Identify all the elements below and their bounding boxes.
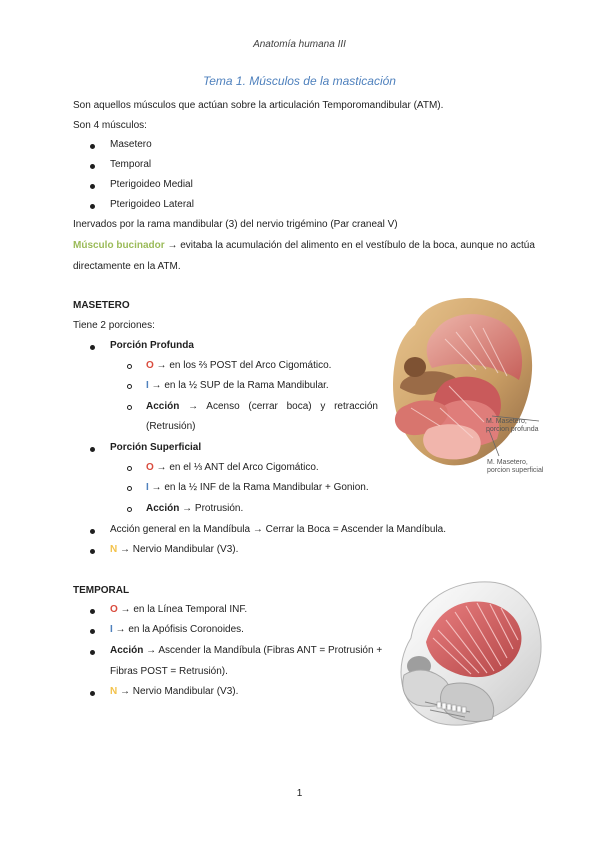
origin-label: O (146, 360, 154, 371)
profunda-insertion-line: I → en la ½ SUP de la Rama Mandibular. (146, 380, 329, 392)
superficial-origin-line: O → en el ⅓ ANT del Arco Cigomático. (146, 462, 319, 474)
muscle-list-item-2: Temporal (110, 159, 152, 170)
temporal-action-line-1: Acción → Ascender la Mandíbula (Fibras A… (110, 645, 382, 657)
masetero-general-action: Acción general en la Mandíbula → Cerrar … (110, 524, 447, 535)
bullet-icon (90, 204, 95, 209)
circle-bullet-icon (127, 364, 132, 369)
insertion-text: → en la ½ SUP de la Rama Mandibular. (148, 380, 329, 391)
bullet-icon (90, 447, 95, 452)
origin-text: → en los ⅔ POST del Arco Cigomático. (153, 360, 332, 371)
action-text: → Ascender la Mandíbula (Fibras ANT = Pr… (143, 645, 383, 656)
bullet-icon (90, 549, 95, 554)
superficial-label: Porción Superficial (110, 442, 202, 453)
figure-caption-superficial-line-1: M. Masetero, (487, 459, 528, 466)
nerve-text: → Nervio Mandibular (V3). (117, 544, 239, 555)
bullet-icon (90, 691, 95, 696)
circle-bullet-icon (127, 405, 132, 410)
nerve-text: → Nervio Mandibular (V3). (117, 686, 239, 697)
superficial-insertion-line: I → en la ½ INF de la Rama Mandibular + … (146, 482, 369, 494)
innervation-line: Inervados por la rama mandibular (3) del… (73, 219, 398, 230)
insertion-label: I (146, 380, 149, 391)
bullet-icon (90, 345, 95, 350)
action-text: → Acenso (cerrar boca) y retracción (188, 401, 378, 412)
origin-text: → en el ⅓ ANT del Arco Cigomático. (153, 462, 319, 473)
bullet-icon (90, 144, 95, 149)
circle-bullet-icon (127, 507, 132, 512)
profunda-action-line-1: Acción → Acenso (cerrar boca) y retracci… (146, 401, 378, 413)
temporal-action-line-2: Fibras POST = Retrusión). (110, 666, 228, 677)
action-text: → Protrusión. (179, 503, 244, 514)
bullet-icon (90, 184, 95, 189)
figure-caption-deep-line-2: porcion profunda (486, 426, 539, 434)
superficial-action-line: Acción → Protrusión. (146, 503, 243, 515)
muscle-list-item-3: Pterigoideo Medial (110, 179, 193, 190)
insertion-text: → en la ½ INF de la Rama Mandibular + Go… (148, 482, 369, 493)
origin-label: O (146, 462, 154, 473)
nerve-label: N (110, 544, 118, 555)
bullet-icon (90, 529, 95, 534)
temporal-insertion-line: I → en la Apófisis Coronoides. (110, 624, 244, 636)
action-label: Acción (146, 503, 180, 514)
circle-bullet-icon (127, 486, 132, 491)
buccinator-text: → evitaba la acumulación del alimento en… (164, 240, 535, 251)
insertion-label: I (146, 482, 149, 493)
origin-label: O (110, 604, 118, 615)
buccinator-label: Músculo bucinador (73, 240, 165, 251)
page-title: Tema 1. Músculos de la masticación (203, 74, 396, 88)
action-label: Acción (146, 401, 180, 412)
page-header: Anatomía humana III (253, 39, 346, 50)
nerve-label: N (110, 686, 118, 697)
figure-caption-deep-line-1: M. Masetero, (486, 418, 527, 425)
figure-caption-deep: M. Masetero, porcion profunda (486, 418, 539, 435)
temporal-origin-line: O → en la Línea Temporal INF. (110, 604, 247, 616)
bullet-icon (90, 609, 95, 614)
circle-bullet-icon (127, 384, 132, 389)
intro-line-1: Son aquellos músculos que actúan sobre l… (73, 100, 444, 111)
profunda-origin-line: O → en los ⅔ POST del Arco Cigomático. (146, 360, 331, 372)
muscle-list-item-4: Pterigoideo Lateral (110, 199, 194, 210)
profunda-label: Porción Profunda (110, 340, 194, 351)
intro-line-2: Son 4 músculos: (73, 120, 147, 131)
temporal-muscle-illustration (400, 581, 542, 726)
bullet-icon (90, 650, 95, 655)
masetero-nerve-line: N → Nervio Mandibular (V3). (110, 544, 238, 556)
insertion-text: → en la Apófisis Coronoides. (112, 624, 244, 635)
figure-caption-superficial-line-2: porcion superficial (487, 467, 544, 475)
masseter-muscle-illustration (393, 298, 540, 466)
origin-text: → en la Línea Temporal INF. (117, 604, 248, 615)
bullet-icon (90, 164, 95, 169)
bullet-icon (90, 629, 95, 634)
action-label: Acción (110, 645, 144, 656)
page-number: 1 (296, 788, 303, 799)
masetero-heading: MASETERO (73, 300, 130, 311)
buccinator-line: Músculo bucinador → evitaba la acumulaci… (73, 240, 535, 252)
figure-caption-superficial: M. Masetero, porcion superficial (487, 459, 543, 476)
masetero-subheading: Tiene 2 porciones: (73, 320, 155, 331)
circle-bullet-icon (127, 466, 132, 471)
profunda-action-line-2: (Retrusión) (146, 421, 196, 432)
insertion-label: I (110, 624, 113, 635)
muscle-list-item-1: Masetero (110, 139, 152, 150)
buccinator-continuation: directamente en la ATM. (73, 261, 181, 272)
temporal-nerve-line: N → Nervio Mandibular (V3). (110, 686, 238, 698)
temporal-heading: TEMPORAL (73, 585, 130, 596)
